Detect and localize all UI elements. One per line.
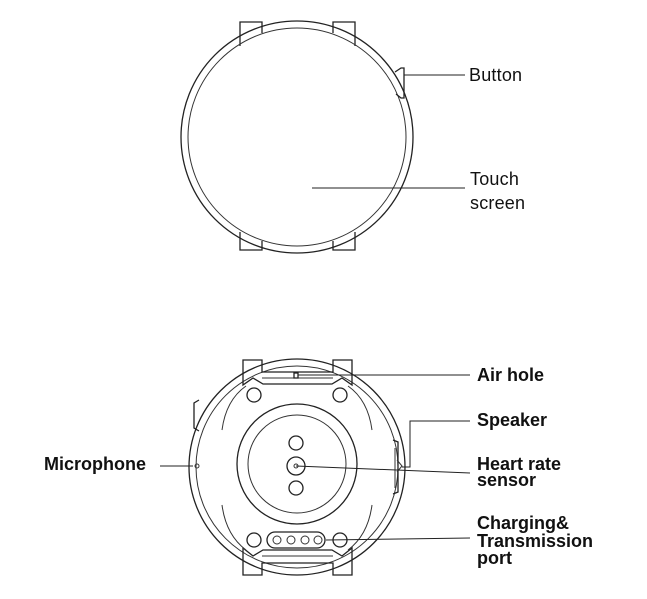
front-case-outer xyxy=(180,20,414,254)
screw-top-right xyxy=(332,387,348,403)
microphone-hole xyxy=(194,463,200,469)
touch-screen-label-line2: screen xyxy=(470,193,526,213)
screw-top-left xyxy=(246,387,262,403)
touch-screen-label-line1: Touch xyxy=(470,169,520,189)
air-hole-label: Air hole xyxy=(477,365,545,385)
speaker-label: Speaker xyxy=(477,410,548,430)
side-button xyxy=(394,67,405,99)
screw-bottom-left xyxy=(246,532,262,548)
sensor-led-bottom xyxy=(288,480,304,496)
front-view xyxy=(180,20,465,254)
front-top-left-lug xyxy=(239,21,263,46)
speaker-leader xyxy=(402,420,470,468)
front-bottom-left-lug xyxy=(239,232,263,251)
charging-pin-3 xyxy=(300,535,310,545)
back-top-strap xyxy=(242,359,353,387)
charging-label-line3: port xyxy=(477,548,512,568)
front-top-right-lug xyxy=(332,21,356,46)
back-case-outer xyxy=(188,358,406,576)
charging-pin-2 xyxy=(286,535,296,545)
heart-rate-label-line2: sensor xyxy=(477,470,537,490)
button-label: Button xyxy=(469,65,523,85)
sensor-led-top xyxy=(288,435,304,451)
charging-label-line2: Transmission xyxy=(477,531,594,551)
sensor-module-outer xyxy=(236,403,358,525)
back-side-button xyxy=(193,399,200,432)
back-bottom-strap xyxy=(242,546,353,576)
charging-leader xyxy=(325,537,471,541)
speaker-slot xyxy=(392,439,399,495)
heart-rate-label-line1: Heart rate xyxy=(477,454,562,474)
side-arc-top-right xyxy=(347,385,373,431)
charging-port xyxy=(266,531,326,549)
side-arc-bottom-right xyxy=(347,504,373,551)
charging-pin-4 xyxy=(313,535,323,545)
side-arc-top-left xyxy=(221,385,247,431)
side-arc-bottom-left xyxy=(221,504,247,551)
back-case-inner xyxy=(195,365,399,569)
touch-screen-display xyxy=(187,27,407,247)
back-view xyxy=(160,358,471,576)
heart-rate-leader xyxy=(295,465,471,474)
microphone-label: Microphone xyxy=(44,454,146,474)
charging-pin-1 xyxy=(272,535,282,545)
air-hole xyxy=(293,372,299,379)
sensor-module-inner xyxy=(247,414,347,514)
front-bottom-right-lug xyxy=(332,232,356,251)
charging-label-line1: Charging& xyxy=(477,513,569,533)
